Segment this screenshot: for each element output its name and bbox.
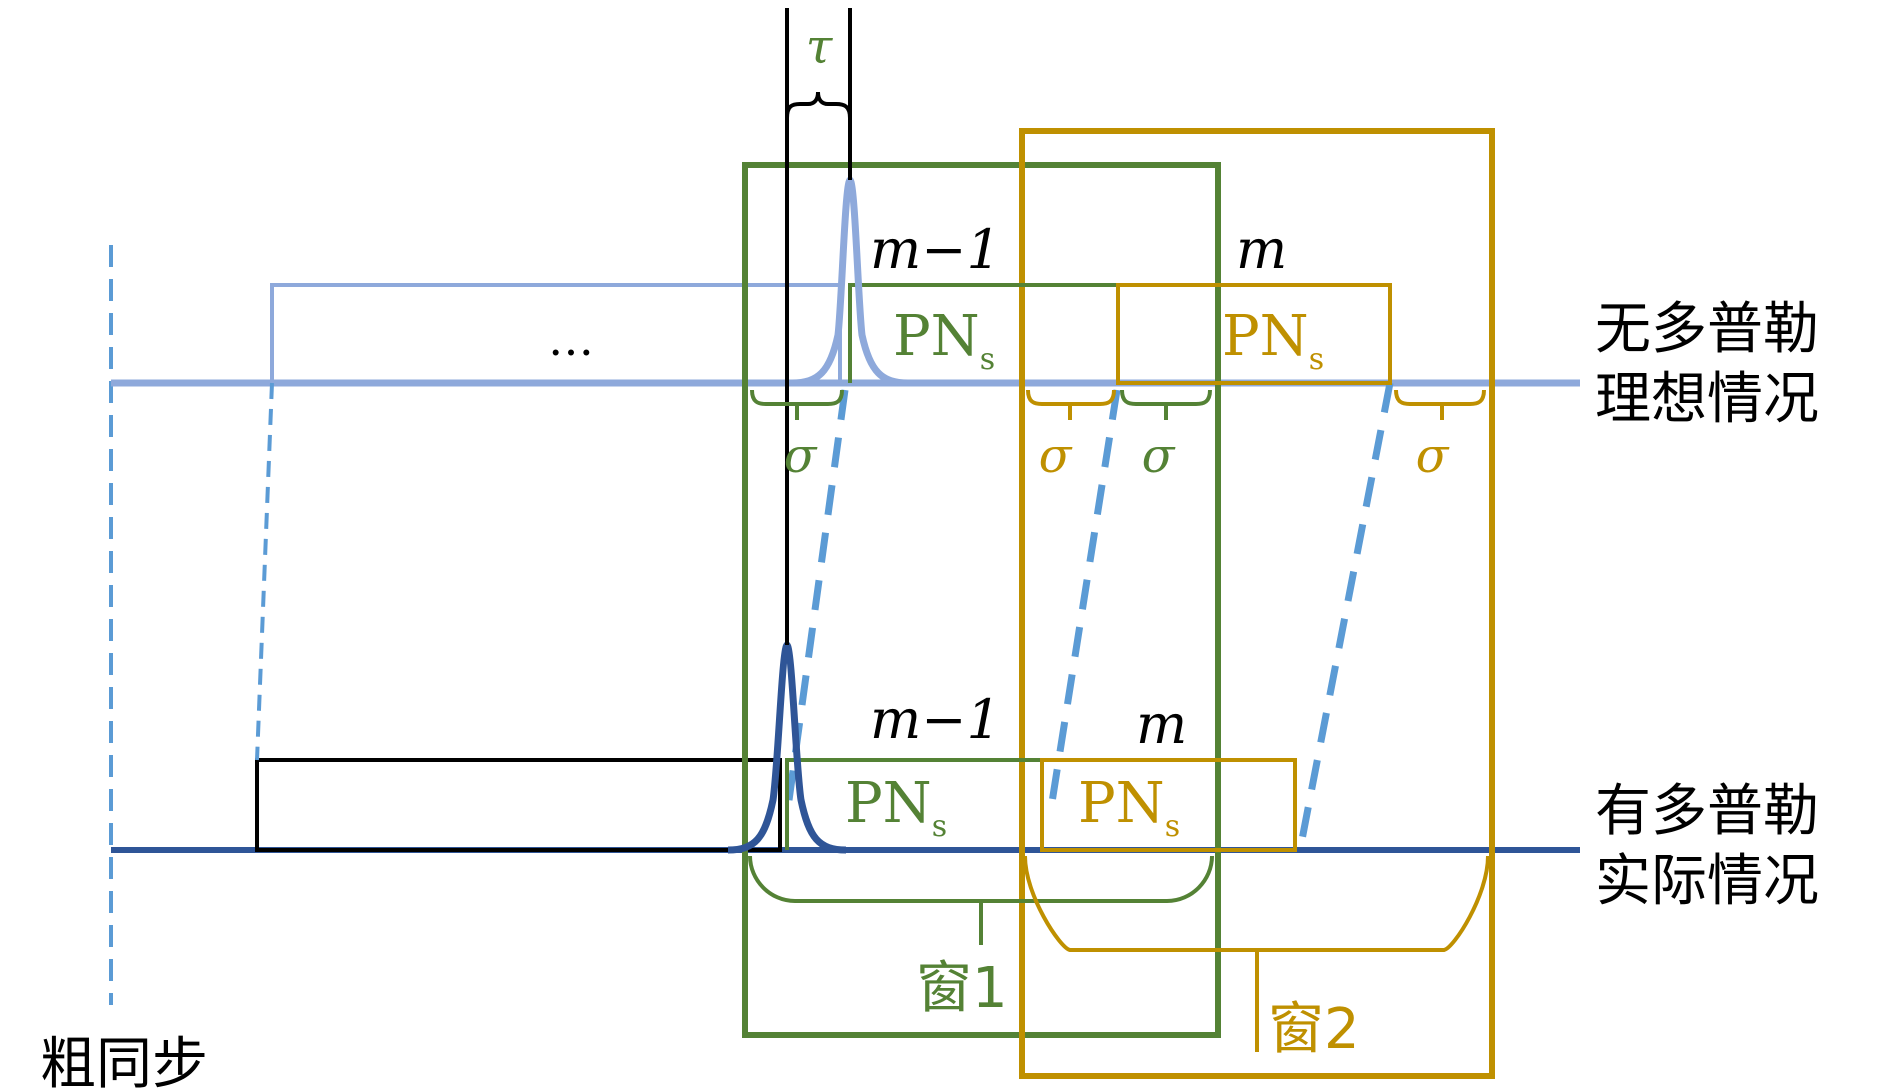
window-2-label: 窗2: [1268, 997, 1360, 1062]
ideal-pn-box-m: [1116, 283, 1392, 385]
pn-subscript: s: [1309, 342, 1324, 377]
pn-text: PN: [893, 304, 980, 369]
pn-text: PN: [1078, 771, 1165, 836]
window-1-label: 窗1: [916, 956, 1008, 1021]
ellipsis-label: …: [548, 312, 594, 366]
sigma-label: σ: [784, 428, 818, 484]
actual-previous-frames-box: [255, 758, 782, 852]
pn-text: PN: [845, 771, 932, 836]
ideal-pn-label-gold: PNs: [1222, 304, 1324, 377]
sigma-label: σ: [1039, 428, 1073, 484]
actual-pn-label-gold: PNs: [1078, 771, 1180, 844]
tau-label: τ: [806, 19, 834, 75]
ideal-case-label-line1: 无多普勒: [1595, 297, 1819, 362]
frame-index: m−1: [870, 688, 1001, 751]
ideal-frame-m-minus-1-label: m−1: [870, 218, 1001, 281]
frame-index: m−1: [870, 218, 1001, 281]
window-2-box: [1019, 128, 1495, 1079]
pn-text: PN: [1222, 304, 1309, 369]
mapping-line: [255, 382, 274, 761]
actual-frame-m-label: m: [1136, 693, 1187, 756]
sigma-brace: [1120, 389, 1212, 420]
sigma-label: σ: [1142, 428, 1176, 484]
sigma-brace: [1026, 389, 1116, 420]
ideal-frame-m-label: m: [1236, 218, 1287, 281]
coarse-sync-label: 粗同步: [40, 1032, 208, 1091]
pn-subscript: s: [1165, 809, 1180, 844]
sigma-brace: [1394, 389, 1486, 420]
mapping-line: [1046, 389, 1121, 816]
actual-pn-label-green: PNs: [845, 771, 947, 844]
actual-case-label-line1: 有多普勒: [1595, 779, 1819, 844]
pn-subscript: s: [980, 342, 995, 377]
ideal-case-label-line2: 理想情况: [1595, 367, 1819, 432]
actual-frame-m-minus-1-label: m−1: [870, 688, 1001, 751]
mapping-line: [1296, 382, 1394, 851]
window-1-box: [742, 162, 1221, 1038]
sigma-label: σ: [1416, 428, 1450, 484]
tau-brace: [785, 91, 852, 119]
pn-subscript: s: [932, 809, 947, 844]
ideal-pn-label-green: PNs: [893, 304, 995, 377]
actual-pn-box-m: [1040, 758, 1297, 852]
window-1-brace: [748, 855, 1214, 945]
actual-case-label-line2: 实际情况: [1595, 849, 1819, 914]
sigma-brace: [750, 389, 844, 420]
window-2-brace: [1023, 855, 1490, 1052]
